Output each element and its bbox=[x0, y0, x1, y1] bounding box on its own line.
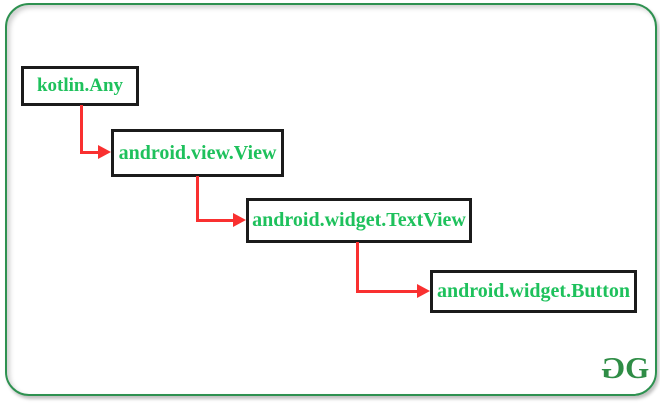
arrow-1-arrowhead-icon bbox=[98, 145, 111, 159]
logo-g-mirrored: G bbox=[602, 350, 626, 385]
logo-g: G bbox=[625, 350, 649, 385]
arrow-3-vertical-segment bbox=[356, 242, 359, 292]
arrow-1-horizontal-segment bbox=[80, 151, 99, 154]
node-label: android.widget.Button bbox=[436, 280, 630, 302]
node-kotlin-any: kotlin.Any bbox=[21, 66, 139, 106]
node-android-widget-button: android.widget.Button bbox=[430, 270, 637, 313]
arrow-2-arrowhead-icon bbox=[233, 213, 246, 227]
node-label: kotlin.Any bbox=[36, 75, 124, 96]
arrow-1-vertical-segment bbox=[80, 105, 83, 154]
frame-border bbox=[5, 3, 657, 396]
node-label: android.view.View bbox=[118, 141, 277, 164]
arrow-3-horizontal-segment bbox=[356, 290, 417, 293]
arrow-3-arrowhead-icon bbox=[417, 284, 430, 298]
node-android-view-view: android.view.View bbox=[111, 129, 284, 177]
arrow-2-vertical-segment bbox=[196, 176, 199, 222]
node-label: android.widget.TextView bbox=[252, 209, 466, 231]
geeksforgeeks-logo: GG bbox=[602, 350, 649, 385]
arrow-2-horizontal-segment bbox=[196, 219, 233, 222]
node-android-widget-textview: android.widget.TextView bbox=[246, 198, 472, 243]
